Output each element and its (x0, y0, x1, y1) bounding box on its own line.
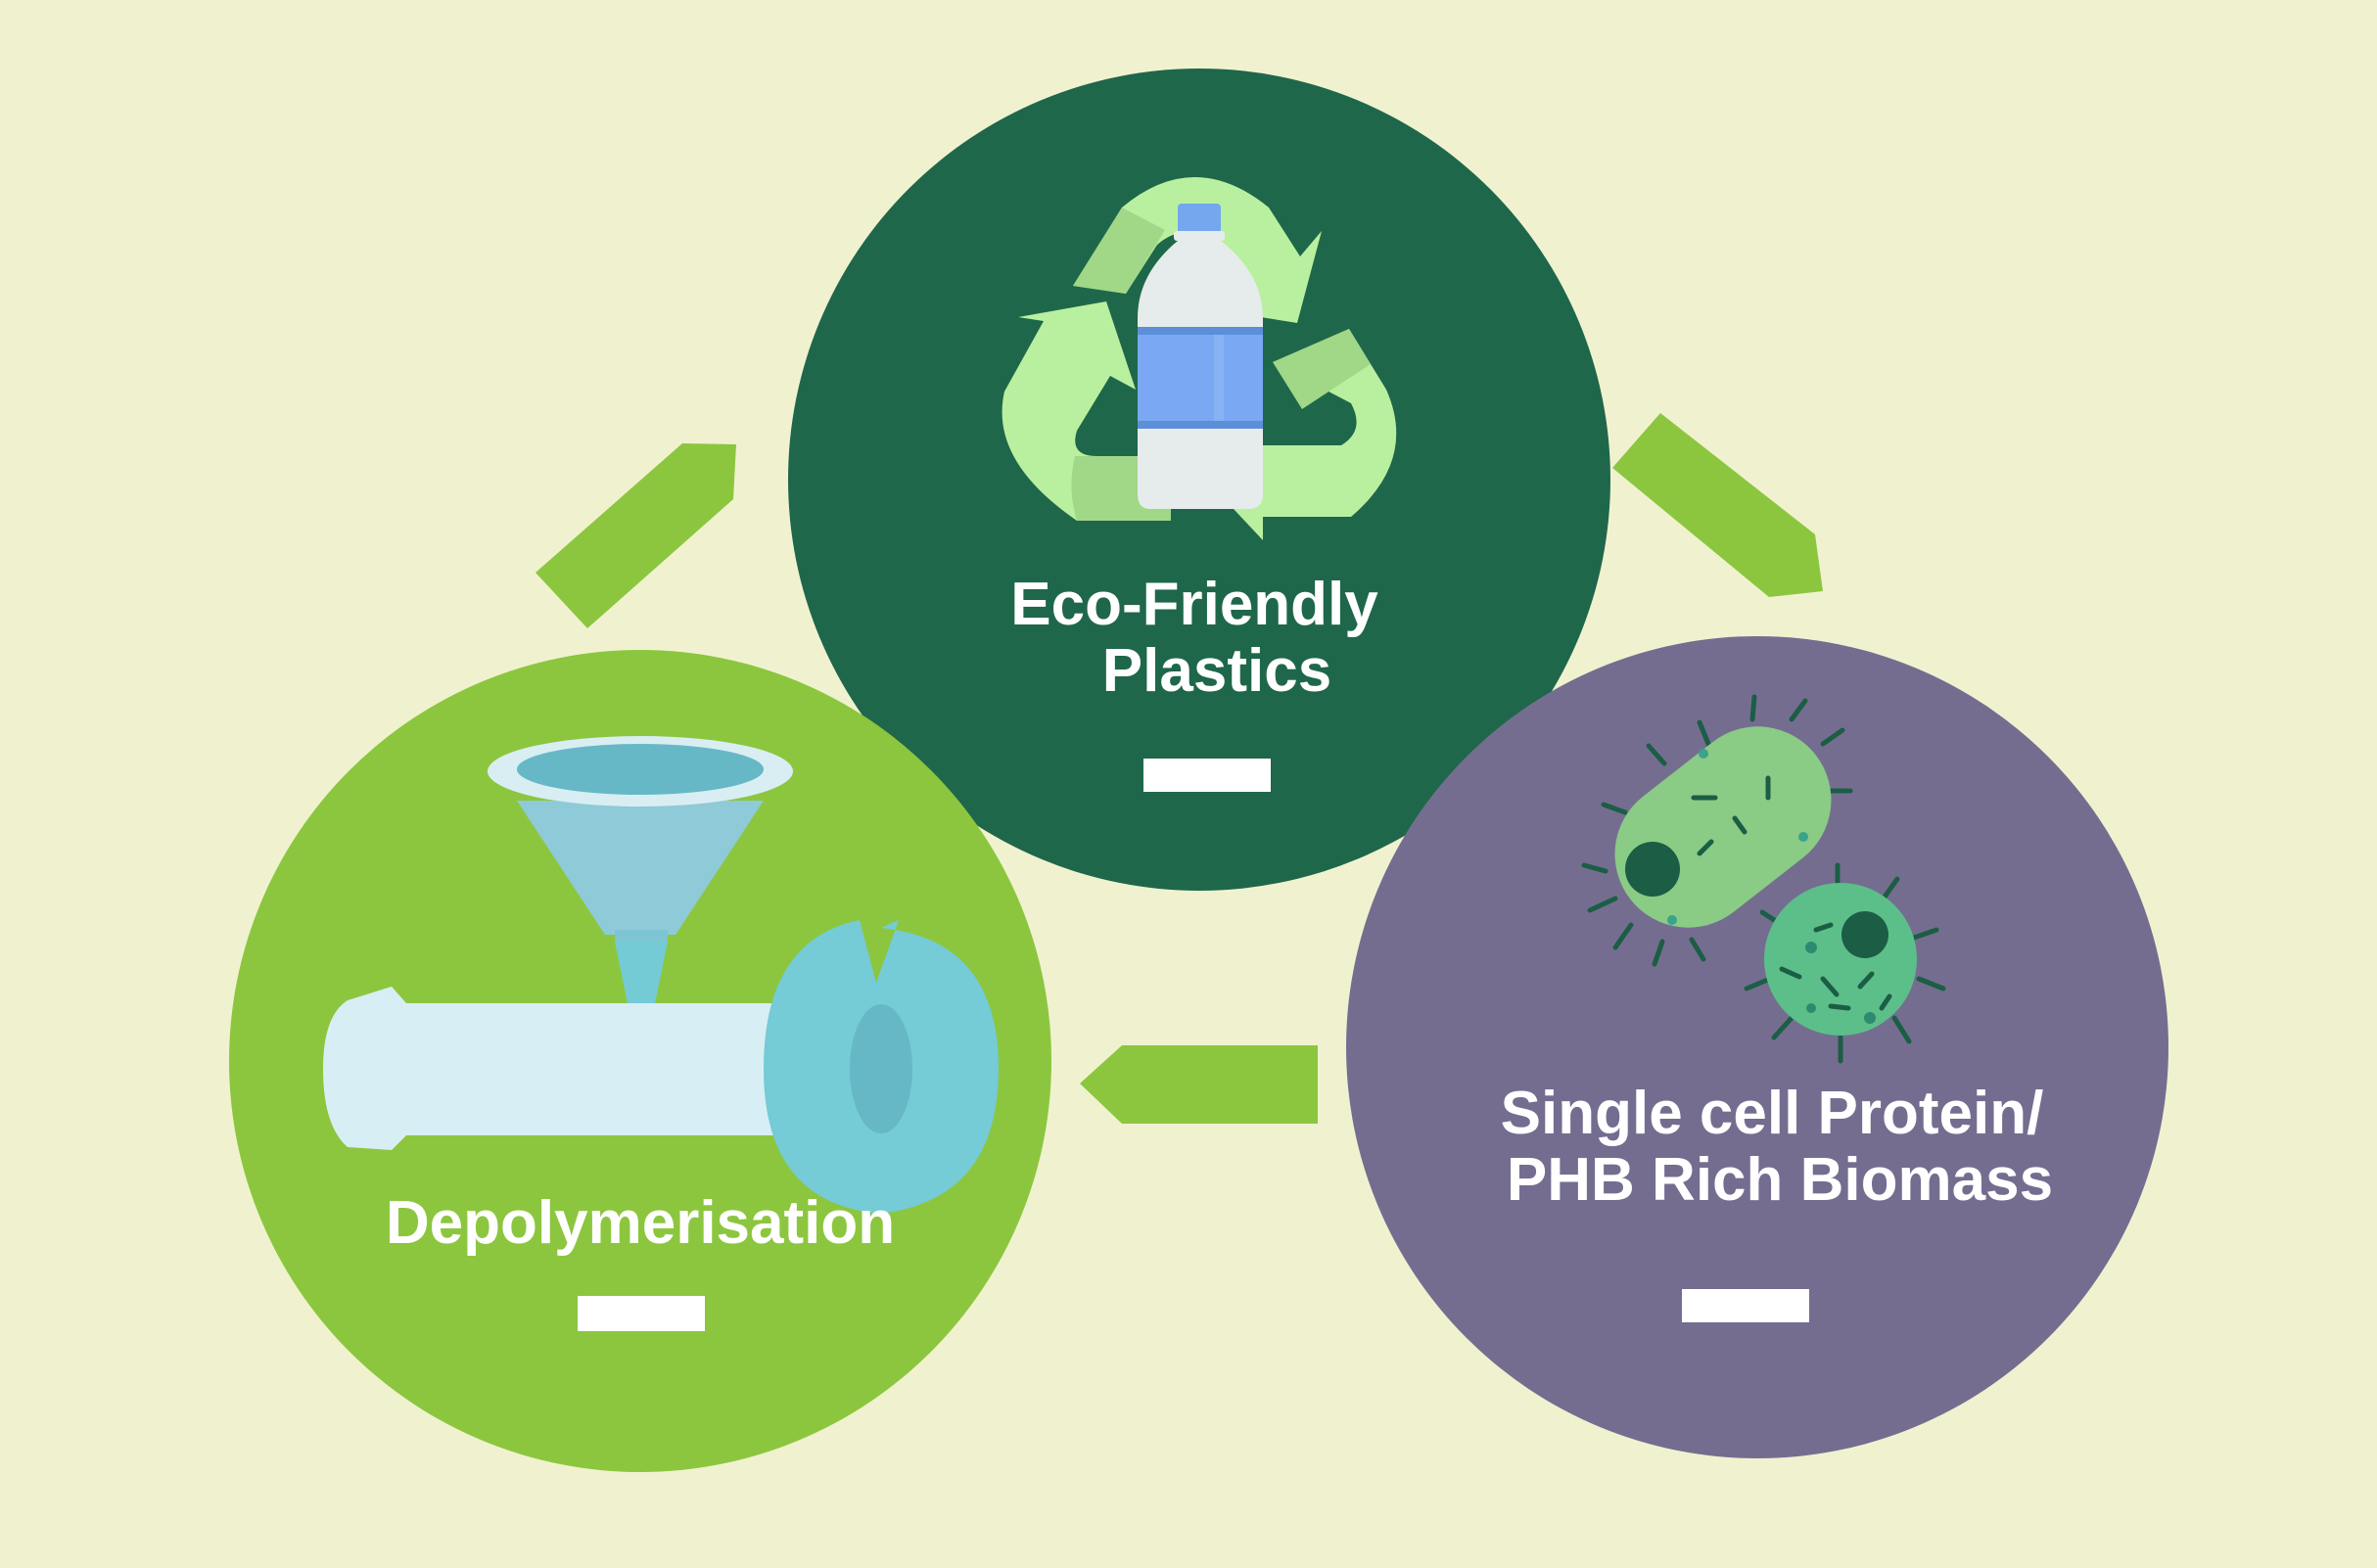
arrow-depoly-to-eco (536, 443, 736, 628)
depolymerisation-placeholder-bar (578, 1296, 705, 1331)
eco-plastics-label-line2: Plastics (1102, 637, 1331, 705)
scp-biomass-label-line2: PHB Rich Biomass (1507, 1146, 2053, 1214)
depolymerisation-label: Depolymerisation (386, 1189, 895, 1257)
scp-biomass-placeholder-bar (1682, 1289, 1809, 1322)
arrow-scp-to-depoly (1080, 1045, 1318, 1124)
funnel-pipe-icon (323, 736, 999, 1214)
bacteria-icon (1581, 694, 1946, 1064)
arrow-eco-to-scp (1612, 413, 1823, 597)
eco-plastics-placeholder-bar (1143, 759, 1271, 792)
eco-plastics-label-line1: Eco-Friendly (1010, 571, 1378, 638)
scp-biomass-label-line1: Single cell Protein/ (1501, 1080, 2044, 1147)
recycle-bottle-icon (1002, 177, 1397, 540)
scp-biomass-circle (1346, 636, 2168, 1458)
